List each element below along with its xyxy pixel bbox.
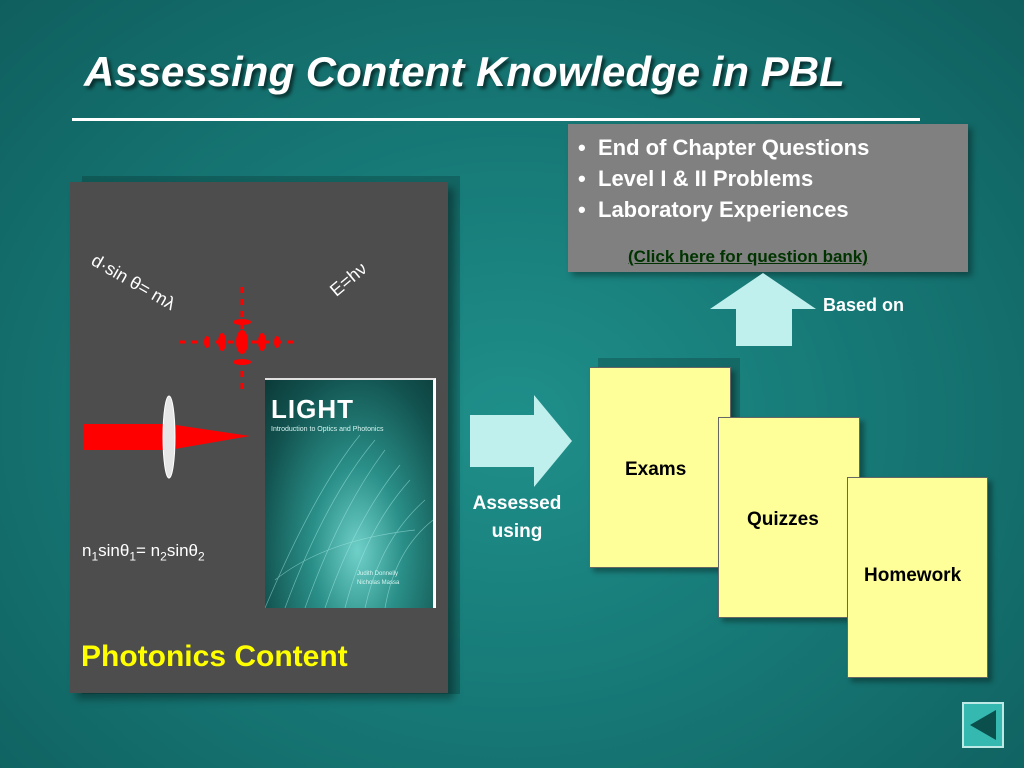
book-subtitle: Introduction to Optics and Photonics — [271, 426, 384, 433]
optics-diagram — [84, 287, 300, 479]
lens-icon — [162, 395, 176, 479]
photonics-content-label: Photonics Content — [81, 640, 348, 673]
exams-label: Exams — [625, 459, 687, 480]
quizzes-card: Quizzes — [718, 417, 860, 618]
right-arrow-icon — [470, 395, 572, 487]
book-cover: LIGHT Introduction to Optics and Photoni… — [265, 378, 436, 608]
slide-title: Assessing Content Knowledge in PBL — [84, 48, 845, 95]
laser-beam-icon — [84, 424, 250, 450]
snell-law-equation: n1sinθ1= n2sinθ2 — [82, 541, 205, 564]
assessed-using-label: Assessed using — [472, 493, 562, 542]
question-list: •End of Chapter Questions •Level I & II … — [578, 132, 869, 225]
question-bank-link[interactable]: (Click here for question bank) — [628, 247, 868, 266]
diffraction-pattern-icon — [180, 287, 300, 392]
based-on-label: Based on — [823, 295, 905, 315]
homework-card: Homework — [847, 477, 988, 678]
title-underline — [72, 118, 920, 121]
back-triangle-icon — [970, 710, 996, 740]
list-item: •Level I & II Problems — [578, 166, 814, 191]
list-item: •Laboratory Experiences — [578, 197, 849, 222]
list-item: •End of Chapter Questions — [578, 135, 870, 160]
exams-card: Exams — [589, 367, 731, 568]
book-authors: Judith Donnelly Nicholas Massa — [357, 571, 400, 586]
up-arrow-icon — [710, 273, 816, 346]
fiber-optics-image — [265, 434, 433, 608]
homework-label: Homework — [864, 565, 962, 586]
question-box: •End of Chapter Questions •Level I & II … — [568, 124, 968, 272]
book-title: LIGHT — [271, 394, 354, 424]
back-button[interactable] — [962, 702, 1004, 748]
quizzes-label: Quizzes — [747, 509, 819, 530]
